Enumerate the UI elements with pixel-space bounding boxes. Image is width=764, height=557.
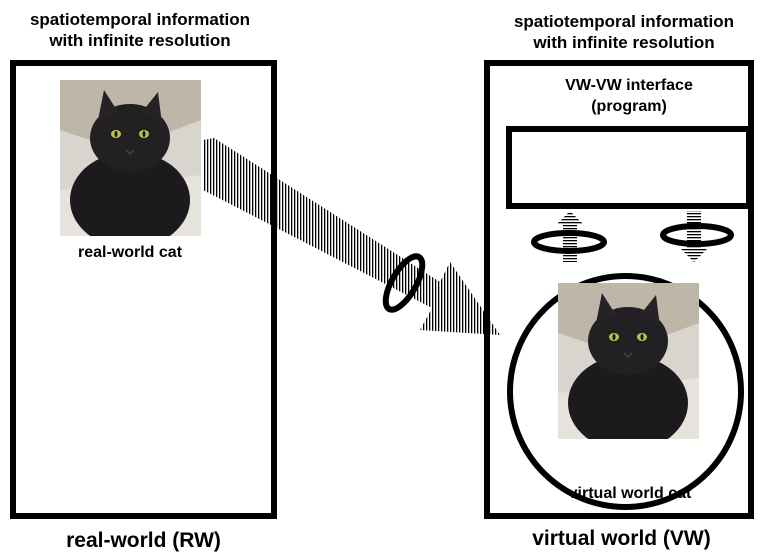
vw-top-label: spatiotemporal information with infinite… xyxy=(488,11,760,53)
hatched-up-arrow-icon xyxy=(556,211,584,262)
vw-top-label-line1: spatiotemporal information xyxy=(513,12,735,31)
virtual-world-circle xyxy=(507,273,744,510)
vw-vw-interface-program-box xyxy=(506,126,752,209)
vw-interface-label-line1: VW-VW interface xyxy=(565,77,693,94)
virtual-world-panel xyxy=(484,60,754,519)
real-world-cat-label: real-world cat xyxy=(77,244,183,261)
hatched-arrow-icon xyxy=(203,138,500,335)
vw-top-label-line2: with infinite resolution xyxy=(533,33,715,52)
vw-interface-label-line2: (program) xyxy=(591,98,667,115)
virtual-world-cat-label: virtual world cat xyxy=(568,485,692,502)
rw-bottom-label: real-world (RW) xyxy=(66,529,221,552)
vw-interface-label: VW-VW interface (program) xyxy=(506,75,752,117)
vw-bottom-label: virtual world (VW) xyxy=(532,527,711,550)
hatched-down-arrow-icon xyxy=(680,211,708,262)
real-world-panel xyxy=(10,60,277,519)
ellipse-ring-icon xyxy=(382,253,426,313)
rw-top-label-line2: with infinite resolution xyxy=(49,31,231,50)
rw-top-label-line1: spatiotemporal information xyxy=(29,10,251,29)
ellipse-ring-icon xyxy=(531,230,607,254)
real-world-cat-photo xyxy=(60,80,201,236)
rw-top-label: spatiotemporal information with infinite… xyxy=(0,9,290,51)
ellipse-ring-icon xyxy=(660,223,734,247)
virtual-world-cat-photo xyxy=(558,283,699,439)
